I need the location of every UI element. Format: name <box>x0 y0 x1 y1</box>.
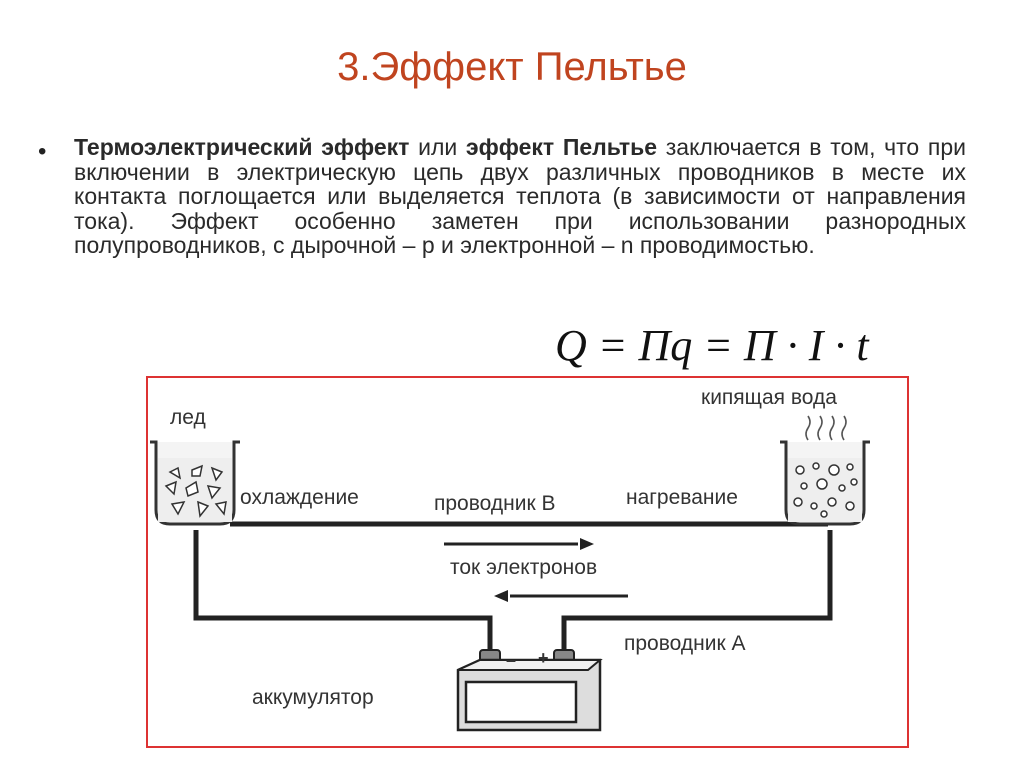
wire-right <box>561 530 833 656</box>
label-electron-current: ток электронов <box>450 556 598 579</box>
battery-minus-sign: – <box>506 650 517 670</box>
term-peltier: эффект Пельтье <box>465 134 658 160</box>
peltier-formula: Q = Πq = Π · I · t <box>555 321 869 370</box>
label-conductor-b: проводник В <box>434 492 556 515</box>
bullet-marker: • <box>38 138 47 165</box>
term-thermoelectric: Термоэлектрический эффект <box>74 134 410 160</box>
ice-container <box>150 440 240 526</box>
body-paragraph: Термоэлектрический эффект или эффект Пел… <box>74 135 966 258</box>
circuit-wires <box>193 521 833 656</box>
label-boiling-water: кипящая вода <box>701 386 837 409</box>
body-rest: заключается в том, что при включении в э… <box>74 134 966 258</box>
label-cooling: охлаждение <box>240 486 359 509</box>
peltier-diagram: лед кипящая вода охлаждение проводник В … <box>146 376 909 748</box>
battery-plus-sign: + <box>538 648 549 668</box>
term-connector: или <box>418 134 458 160</box>
electron-current-arrows <box>444 538 628 602</box>
boiling-water-container <box>780 415 870 526</box>
label-conductor-a: проводник А <box>624 632 746 655</box>
wire-left <box>193 530 493 656</box>
slide-title: 3.Эффект Пельтье <box>337 45 687 89</box>
battery-icon <box>456 649 603 732</box>
label-heating: нагревание <box>626 486 738 509</box>
steam-icon <box>805 415 847 441</box>
label-ice: лед <box>170 406 206 429</box>
diagram-drawing <box>150 415 870 732</box>
label-battery: аккумулятор <box>252 686 374 709</box>
